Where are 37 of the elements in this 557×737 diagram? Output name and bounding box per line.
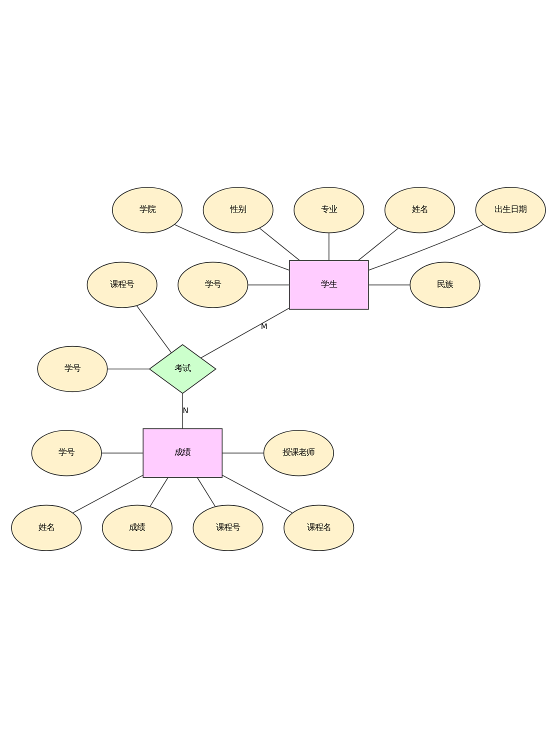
connector: [101, 452, 144, 453]
node-ellipse: 学号: [37, 345, 108, 392]
node-box: 成绩: [142, 428, 223, 478]
node-ellipse: 课程名: [284, 504, 354, 551]
connector: [328, 232, 330, 260]
node-ellipse: 成绩: [102, 504, 173, 551]
node-ellipse: 授课老师: [263, 429, 334, 476]
node-ellipse: 姓名: [384, 186, 456, 233]
connector: [196, 476, 216, 506]
node-ellipse: 课程号: [86, 261, 158, 308]
edge-label: M: [260, 321, 268, 330]
node-ellipse: 学号: [31, 429, 102, 476]
connector: [72, 474, 144, 513]
connector: [368, 284, 411, 285]
connector: [358, 227, 399, 260]
connector: [136, 304, 172, 353]
connector: [200, 307, 290, 358]
connector: [368, 224, 484, 270]
connector: [174, 224, 290, 270]
connector: [259, 227, 300, 260]
connector: [247, 284, 290, 285]
connector: [107, 368, 150, 369]
node-ellipse: 性别: [202, 186, 274, 233]
connector: [222, 474, 293, 513]
node-ellipse: 出生日期: [475, 186, 546, 233]
connector: [182, 392, 184, 429]
edge-label: N: [182, 405, 188, 414]
node-diamond: 考试: [148, 344, 217, 394]
node-ellipse: 姓名: [11, 504, 82, 551]
node-ellipse: 民族: [410, 261, 480, 308]
node-ellipse: 学号: [178, 261, 248, 308]
node-box: 学生: [289, 260, 369, 310]
node-ellipse: 专业: [294, 186, 364, 233]
connector: [150, 476, 168, 506]
node-ellipse: 学院: [112, 186, 183, 233]
connector: [222, 452, 264, 453]
node-ellipse: 课程号: [192, 504, 264, 551]
